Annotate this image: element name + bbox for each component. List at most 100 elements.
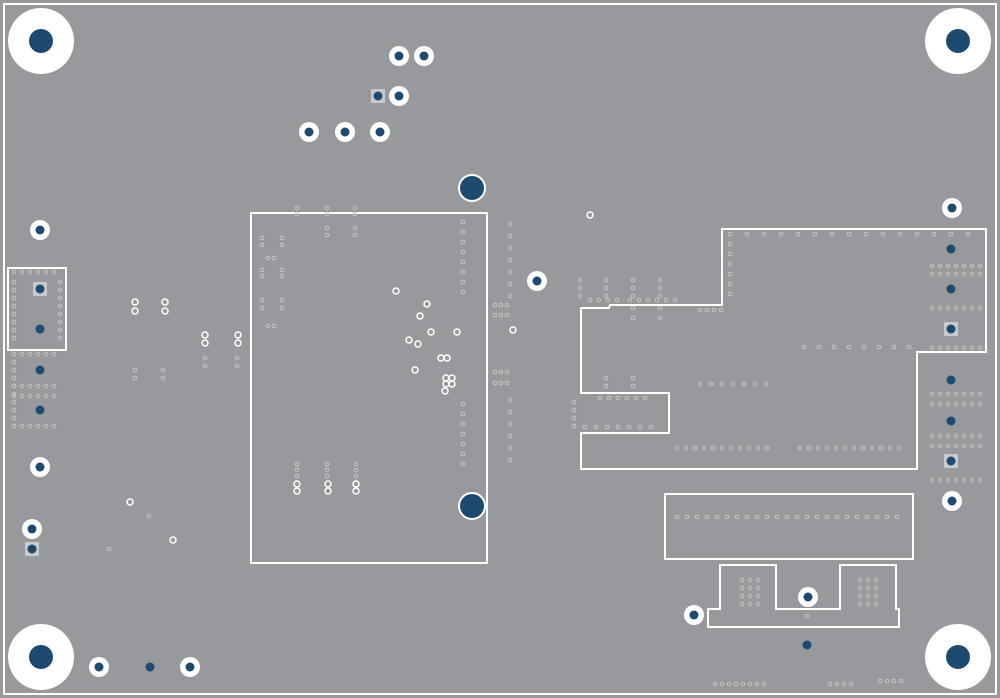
via-icon (352, 480, 360, 488)
micro-via-icon (727, 291, 733, 297)
micro-via-icon (27, 351, 33, 357)
micro-via-icon (827, 681, 833, 687)
micro-via-icon (848, 681, 854, 687)
micro-via-icon (739, 577, 745, 583)
micro-via-icon (43, 393, 49, 399)
micro-via-icon (739, 601, 745, 607)
micro-via-icon (160, 375, 166, 381)
micro-via-icon (11, 393, 17, 399)
micro-via-icon (614, 297, 620, 303)
large-pad-icon (458, 492, 486, 520)
micro-via-icon (507, 293, 513, 299)
micro-via-icon (697, 381, 703, 387)
micro-via-icon (35, 351, 41, 357)
mounting-hole-icon (8, 624, 74, 690)
via-icon (586, 211, 594, 219)
micro-via-icon (727, 271, 733, 277)
micro-via-icon (460, 259, 466, 265)
micro-via-icon (961, 271, 967, 277)
micro-via-icon (615, 395, 621, 401)
micro-via-icon (961, 433, 967, 439)
micro-via-icon (891, 344, 897, 350)
micro-via-icon (294, 205, 300, 211)
micro-via-icon (861, 344, 867, 350)
via-icon (453, 328, 461, 336)
via-icon (161, 298, 169, 306)
micro-via-icon (648, 424, 654, 430)
micro-via-icon (460, 219, 466, 225)
micro-via-icon (507, 257, 513, 263)
micro-via-icon (27, 383, 33, 389)
micro-via-icon (945, 443, 951, 449)
micro-via-icon (697, 307, 703, 313)
micro-via-icon (929, 401, 935, 407)
micro-via-icon (35, 423, 41, 429)
large-pad-icon (458, 174, 486, 202)
micro-via-icon (739, 585, 745, 591)
micro-via-icon (294, 211, 300, 217)
micro-via-icon (279, 235, 285, 241)
via-icon (324, 480, 332, 488)
center-zone-outline (250, 212, 488, 564)
micro-via-icon (692, 445, 698, 451)
micro-via-icon (937, 305, 943, 311)
micro-via-icon (969, 401, 975, 407)
micro-via-icon (761, 231, 767, 237)
micro-via-icon (604, 424, 610, 430)
via-icon (89, 657, 109, 677)
via-icon (684, 605, 704, 625)
square-pad-icon (25, 542, 39, 556)
micro-via-icon (815, 445, 821, 451)
micro-via-icon (857, 585, 863, 591)
micro-via-icon (961, 401, 967, 407)
micro-via-icon (747, 585, 753, 591)
micro-via-icon (271, 255, 277, 261)
micro-via-icon (507, 433, 513, 439)
micro-via-icon (571, 399, 577, 405)
micro-via-icon (507, 445, 513, 451)
micro-via-icon (929, 305, 935, 311)
micro-via-icon (259, 297, 265, 303)
micro-via-icon (831, 344, 837, 350)
via-icon (370, 122, 390, 142)
micro-via-icon (630, 375, 636, 381)
micro-via-icon (492, 312, 498, 318)
micro-via-icon (710, 445, 716, 451)
micro-via-icon (727, 261, 733, 267)
via-icon (798, 587, 818, 607)
micro-via-icon (672, 297, 678, 303)
micro-via-icon (603, 375, 609, 381)
micro-via-icon (11, 415, 17, 421)
micro-via-icon (603, 285, 609, 291)
micro-via-icon (460, 249, 466, 255)
via-icon (169, 536, 177, 544)
micro-via-icon (969, 433, 975, 439)
micro-via-icon (35, 383, 41, 389)
micro-via-icon (259, 305, 265, 311)
micro-via-icon (937, 263, 943, 269)
via-icon (335, 122, 355, 142)
micro-via-icon (857, 577, 863, 583)
micro-via-icon (747, 593, 753, 599)
micro-via-icon (605, 297, 611, 303)
micro-via-icon (324, 232, 330, 238)
micro-via-icon (945, 305, 951, 311)
micro-via-icon (969, 305, 975, 311)
micro-via-icon (460, 269, 466, 275)
micro-via-icon (894, 514, 900, 520)
micro-via-icon (865, 601, 871, 607)
micro-via-icon (324, 467, 330, 473)
micro-via-icon (324, 473, 330, 479)
pad-icon (946, 244, 956, 254)
micro-via-icon (19, 269, 25, 275)
micro-via-icon (507, 221, 513, 227)
micro-via-icon (11, 295, 17, 301)
micro-via-icon (507, 457, 513, 463)
micro-via-icon (764, 514, 770, 520)
micro-via-icon (961, 305, 967, 311)
micro-via-icon (353, 461, 359, 467)
micro-via-icon (57, 327, 63, 333)
micro-via-icon (11, 335, 17, 341)
micro-via-icon (35, 269, 41, 275)
micro-via-icon (577, 285, 583, 291)
